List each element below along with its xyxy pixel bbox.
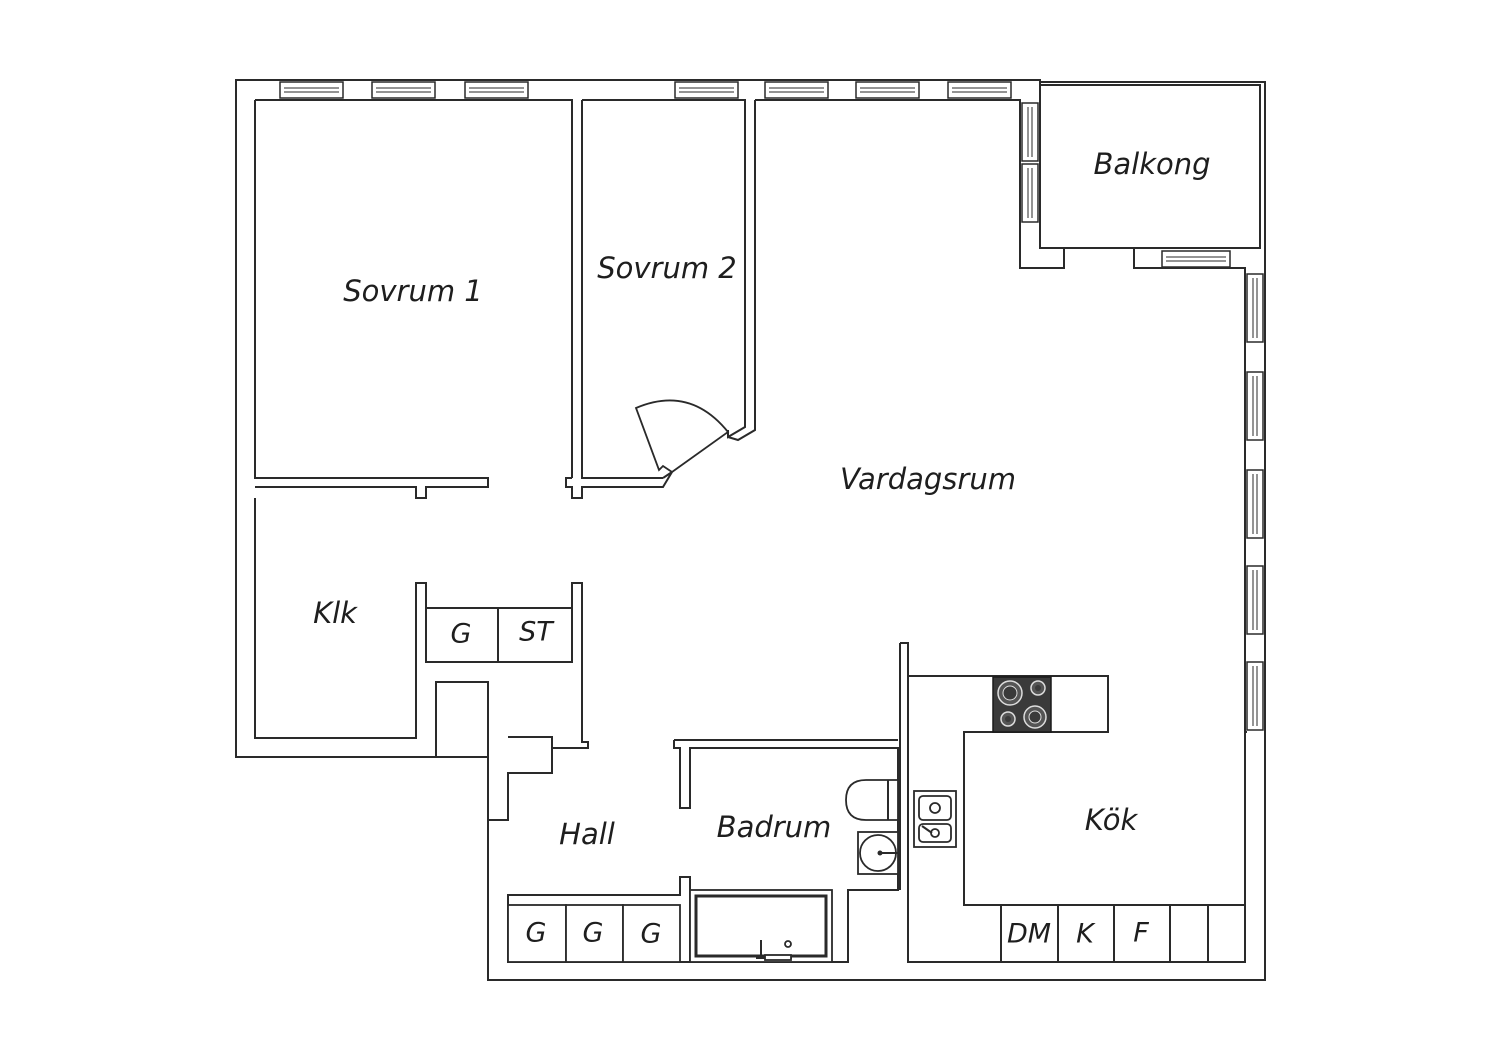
badrum-walls bbox=[507, 739, 899, 963]
window-top-6 bbox=[855, 81, 920, 99]
stove bbox=[992, 676, 1052, 733]
room-label-sovrum1: Sovrum 1 bbox=[343, 274, 483, 308]
window-top-4 bbox=[674, 81, 739, 99]
room-label-hall: Hall bbox=[559, 817, 615, 851]
cabinet-label-kitchen-f: F bbox=[1133, 918, 1149, 949]
cabinet-label-closet-g: G bbox=[451, 619, 472, 650]
window-right-1 bbox=[1246, 273, 1264, 343]
living-right-wall bbox=[727, 100, 756, 442]
window-right-3 bbox=[1246, 469, 1264, 539]
kitchen-sink bbox=[913, 790, 957, 848]
window-top-5 bbox=[764, 81, 829, 99]
sovrum1-inner bbox=[254, 100, 489, 499]
door-swing bbox=[634, 399, 730, 474]
room-label-badrum: Badrum bbox=[717, 810, 832, 844]
window-balcony-2 bbox=[1021, 163, 1039, 223]
washbasin bbox=[857, 831, 899, 875]
balcony-inner bbox=[1040, 84, 1261, 249]
cabinet-labels: G ST G G G DM K F bbox=[451, 617, 1150, 950]
room-label-vardagsrum: Vardagsrum bbox=[840, 462, 1016, 496]
cabinet-label-closet-st: ST bbox=[519, 617, 555, 648]
windows bbox=[279, 81, 1264, 731]
sovrum2-walls bbox=[565, 99, 1065, 499]
inner-wall-top bbox=[255, 99, 573, 478]
bathtub bbox=[689, 889, 833, 963]
klk-wall bbox=[254, 498, 589, 821]
room-label-sovrum2: Sovrum 2 bbox=[597, 251, 737, 285]
room-label-klk: Klk bbox=[313, 596, 358, 630]
closet-box bbox=[425, 607, 573, 663]
kitchen-walls bbox=[899, 642, 1246, 963]
window-top-3 bbox=[464, 81, 529, 99]
window-top-7 bbox=[947, 81, 1012, 99]
window-balcony-3 bbox=[1161, 250, 1231, 268]
cabinet-label-hall-g3: G bbox=[641, 919, 662, 950]
window-top-1 bbox=[279, 81, 344, 99]
cabinet-label-hall-g1: G bbox=[526, 918, 547, 949]
room-labels: Sovrum 1 Sovrum 2 Balkong Vardagsrum Klk… bbox=[313, 147, 1210, 851]
cabinet-label-kitchen-dm: DM bbox=[1007, 919, 1051, 950]
cabinet-label-kitchen-k: K bbox=[1076, 919, 1096, 950]
room-label-kok: Kök bbox=[1085, 803, 1139, 837]
window-top-2 bbox=[371, 81, 436, 99]
toilet bbox=[845, 779, 899, 821]
window-right-4 bbox=[1246, 565, 1264, 635]
hall-closet-corner bbox=[508, 736, 553, 774]
hall-closets bbox=[507, 904, 681, 963]
room-label-balkong: Balkong bbox=[1093, 147, 1210, 181]
cabinet-label-hall-g2: G bbox=[583, 918, 604, 949]
window-right-5 bbox=[1246, 661, 1264, 731]
walls bbox=[235, 79, 1266, 981]
window-right-2 bbox=[1246, 371, 1264, 441]
outer-wall bbox=[235, 79, 1266, 981]
kitchen-cabinets bbox=[1000, 905, 1209, 962]
window-balcony-1 bbox=[1021, 102, 1039, 162]
